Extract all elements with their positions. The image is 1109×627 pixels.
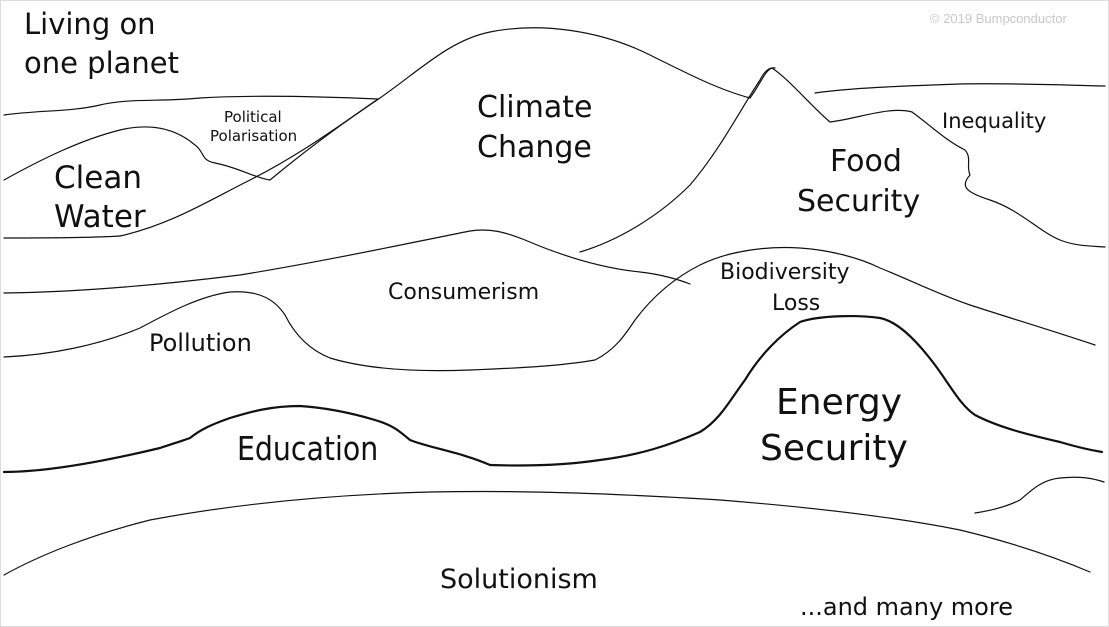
solutionism-label: Solutionism	[440, 564, 598, 595]
climate-change-label-1: Climate	[477, 90, 592, 125]
inequality-label: Inequality	[942, 109, 1046, 133]
energy-security-label-1: Energy	[776, 382, 902, 423]
consumerism-label: Consumerism	[388, 280, 539, 305]
clean-water-base	[3, 235, 121, 239]
upper-middle-ridge	[3, 229, 691, 294]
food-security-label-2: Security	[797, 184, 920, 219]
climate-change-ridge	[119, 27, 751, 237]
title-line-1: Living on	[24, 7, 156, 41]
right-horizon-ridge	[814, 83, 1106, 94]
title-line-2: one planet	[24, 46, 179, 80]
education-ridge	[2, 404, 492, 474]
many-more-label: ...and many more	[800, 593, 1013, 621]
pollution-label: Pollution	[149, 329, 252, 357]
biodiversity-loss-label-1: Biodiversity	[720, 260, 850, 285]
political-polarisation-label-1: Political	[224, 108, 282, 126]
education-label: Education	[237, 430, 378, 469]
clean-water-label-2: Water	[54, 199, 146, 235]
climate-change-label-2: Change	[477, 130, 592, 165]
top-horizon-ridge	[3, 95, 379, 116]
clean-water-ridge	[3, 98, 379, 181]
small-right-hill	[974, 476, 1105, 514]
political-polarisation-label-2: Polarisation	[210, 127, 297, 145]
copyright-notice: © 2019 Bumpconductor	[930, 11, 1067, 26]
biodiversity-loss-label-2: Loss	[772, 291, 820, 316]
energy-security-label-2: Security	[760, 428, 908, 469]
solutionism-ridge	[3, 490, 1091, 576]
energy-security-ridge	[488, 314, 1104, 467]
pollution-ridge	[3, 246, 1096, 372]
clean-water-label-1: Clean	[54, 160, 142, 196]
food-security-ridge	[749, 67, 1106, 248]
food-security-label-1: Food	[830, 144, 902, 179]
climate-change-flank	[579, 67, 776, 253]
